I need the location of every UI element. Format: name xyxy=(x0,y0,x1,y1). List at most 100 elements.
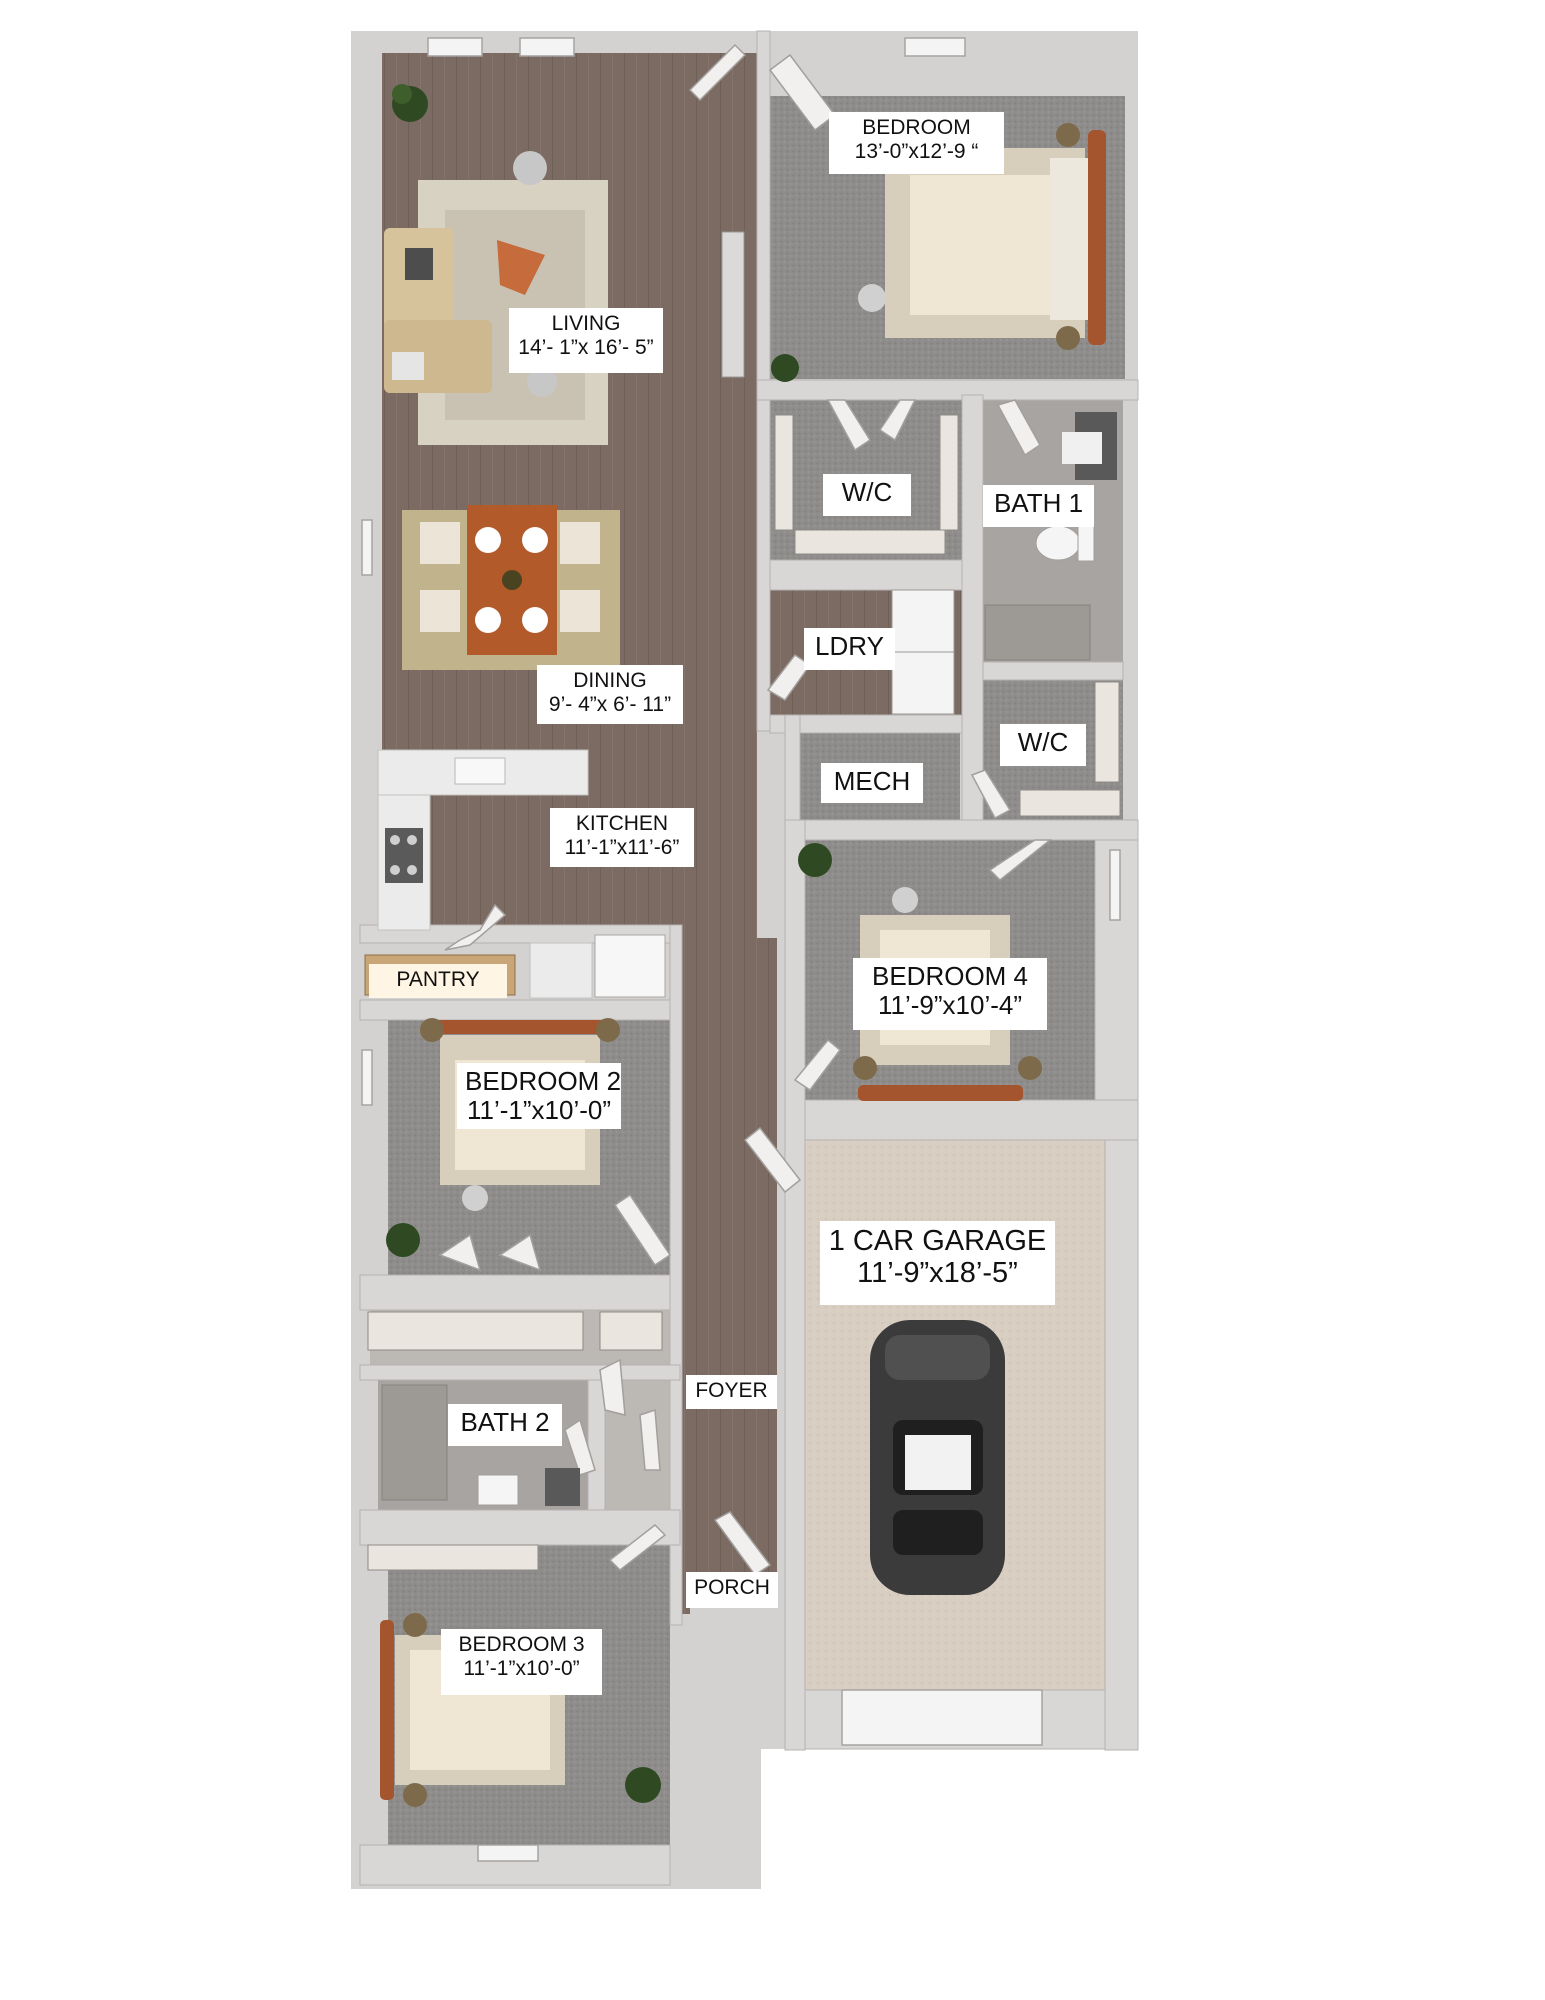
room-size: 14’- 1”x 16’- 5” xyxy=(518,335,654,359)
room-label-porch: PORCH xyxy=(686,1572,778,1608)
room-label-bedroom4: BEDROOM 4 11’-9”x10’-4” xyxy=(853,958,1047,1030)
room-label-mech: MECH xyxy=(821,763,923,803)
car-icon xyxy=(870,1320,1005,1595)
vanity-top-icon xyxy=(1062,432,1102,464)
dining-table-icon xyxy=(402,505,620,670)
plant-icon xyxy=(798,843,832,877)
room-name: PORCH xyxy=(694,1576,770,1599)
wall xyxy=(804,1099,1139,1141)
room-label-garage: 1 CAR GARAGE 11’-9”x18’-5” xyxy=(820,1221,1055,1305)
wall xyxy=(769,559,963,591)
room-name: PANTRY xyxy=(396,968,480,991)
sink-icon xyxy=(454,757,506,785)
wall xyxy=(359,1274,671,1311)
toilet-icon xyxy=(1035,524,1095,562)
closet-rack-icon xyxy=(367,1311,663,1571)
room-label-wc1: W/C xyxy=(823,474,911,516)
window-icon xyxy=(904,37,966,57)
plant-icon xyxy=(625,1767,661,1803)
window-icon xyxy=(841,1689,1043,1746)
room-name: W/C xyxy=(1017,727,1069,757)
windows xyxy=(361,37,1121,1862)
tv-console-icon xyxy=(721,231,745,378)
room-name: MECH xyxy=(833,766,911,796)
wall xyxy=(756,379,1139,401)
room-name: DINING xyxy=(573,669,647,692)
closet-rack-icon xyxy=(1019,681,1121,817)
window-icon xyxy=(477,1844,539,1862)
room-label-bath1: BATH 1 xyxy=(983,485,1094,527)
room-size: 11’-1”x11’-6” xyxy=(564,835,680,859)
room-label-wc2: W/C xyxy=(1000,724,1086,766)
room-label-bedroom3: BEDROOM 3 11’-1”x10’-0” xyxy=(441,1629,602,1695)
room-label-foyer: FOYER xyxy=(686,1375,777,1409)
door-icon xyxy=(970,769,1012,820)
door-icon xyxy=(996,399,1041,457)
wall xyxy=(769,714,963,734)
sofa-icon xyxy=(384,228,492,393)
door-icon xyxy=(564,1418,596,1476)
counter-icon xyxy=(529,942,593,999)
door-icon xyxy=(826,399,872,452)
wall xyxy=(982,661,1124,681)
window-icon xyxy=(361,519,373,576)
door-icon xyxy=(608,1524,667,1571)
wall xyxy=(359,1364,681,1381)
door-icon xyxy=(878,399,917,442)
room-name: BEDROOM 4 xyxy=(871,961,1029,991)
room-size: 9’- 4”x 6’- 11” xyxy=(548,692,672,716)
room-label-bath2: BATH 2 xyxy=(448,1404,562,1446)
vanity-icon xyxy=(545,1468,580,1506)
wall xyxy=(784,714,801,826)
wall xyxy=(1104,1139,1139,1751)
window-icon xyxy=(519,37,575,57)
room-name: BATH 1 xyxy=(993,488,1084,518)
room-name: BATH 2 xyxy=(460,1407,550,1437)
window-icon xyxy=(427,37,483,57)
wall xyxy=(587,1379,606,1511)
refrigerator-icon xyxy=(594,934,666,998)
doors xyxy=(438,43,1053,1577)
bed-icon xyxy=(858,123,1106,350)
room-name: FOYER xyxy=(695,1379,768,1402)
room-label-bedroom: BEDROOM 13’-0”x12’-9 “ xyxy=(829,112,1004,174)
room-size: 11’-9”x10’-4” xyxy=(877,990,1022,1021)
room-name: LIVING xyxy=(551,312,621,335)
room-label-bedroom2: BEDROOM 2 11’-1”x10’-0” xyxy=(457,1063,621,1129)
room-size: 11’-1”x10’-0” xyxy=(466,1095,611,1126)
room-name: BEDROOM xyxy=(862,116,971,139)
plant-icon xyxy=(392,84,428,122)
room-label-living: LIVING 14’- 1”x 16’- 5” xyxy=(509,308,663,373)
room-label-kitchen: KITCHEN 11’-1”x11’-6” xyxy=(550,808,694,867)
room-name: 1 CAR GARAGE xyxy=(828,1225,1047,1257)
door-icon xyxy=(444,903,507,951)
room-size: 13’-0”x12’-9 “ xyxy=(854,139,979,163)
room-label-pantry: PANTRY xyxy=(369,964,507,998)
bathtub-icon xyxy=(381,1384,448,1501)
door-icon xyxy=(498,1233,542,1272)
door-icon xyxy=(793,1038,842,1092)
plant-icon xyxy=(386,1223,420,1257)
door-icon xyxy=(743,1126,802,1194)
ottoman-icon xyxy=(513,151,547,185)
washer-dryer-icon xyxy=(891,589,955,715)
toilet-icon xyxy=(477,1474,519,1506)
closet-rack-icon xyxy=(774,414,959,555)
room-label-dining: DINING 9’- 4”x 6’- 11” xyxy=(537,665,683,724)
door-icon xyxy=(688,43,747,102)
window-icon xyxy=(361,1049,373,1106)
room-name: KITCHEN xyxy=(575,812,669,835)
room-label-laundry: LDRY xyxy=(804,628,895,670)
wall xyxy=(784,819,1139,841)
wall xyxy=(359,999,671,1021)
room-name: BEDROOM 2 xyxy=(465,1066,622,1096)
bathtub-icon xyxy=(984,604,1091,661)
corridor-floor xyxy=(682,938,777,1614)
ottoman-icon xyxy=(527,367,557,397)
door-icon xyxy=(438,1233,482,1272)
window-icon xyxy=(1109,849,1121,921)
stove-icon xyxy=(385,828,423,883)
coffee-table-icon xyxy=(497,240,545,295)
room-size: 11’-1”x10’-0” xyxy=(463,1656,580,1680)
